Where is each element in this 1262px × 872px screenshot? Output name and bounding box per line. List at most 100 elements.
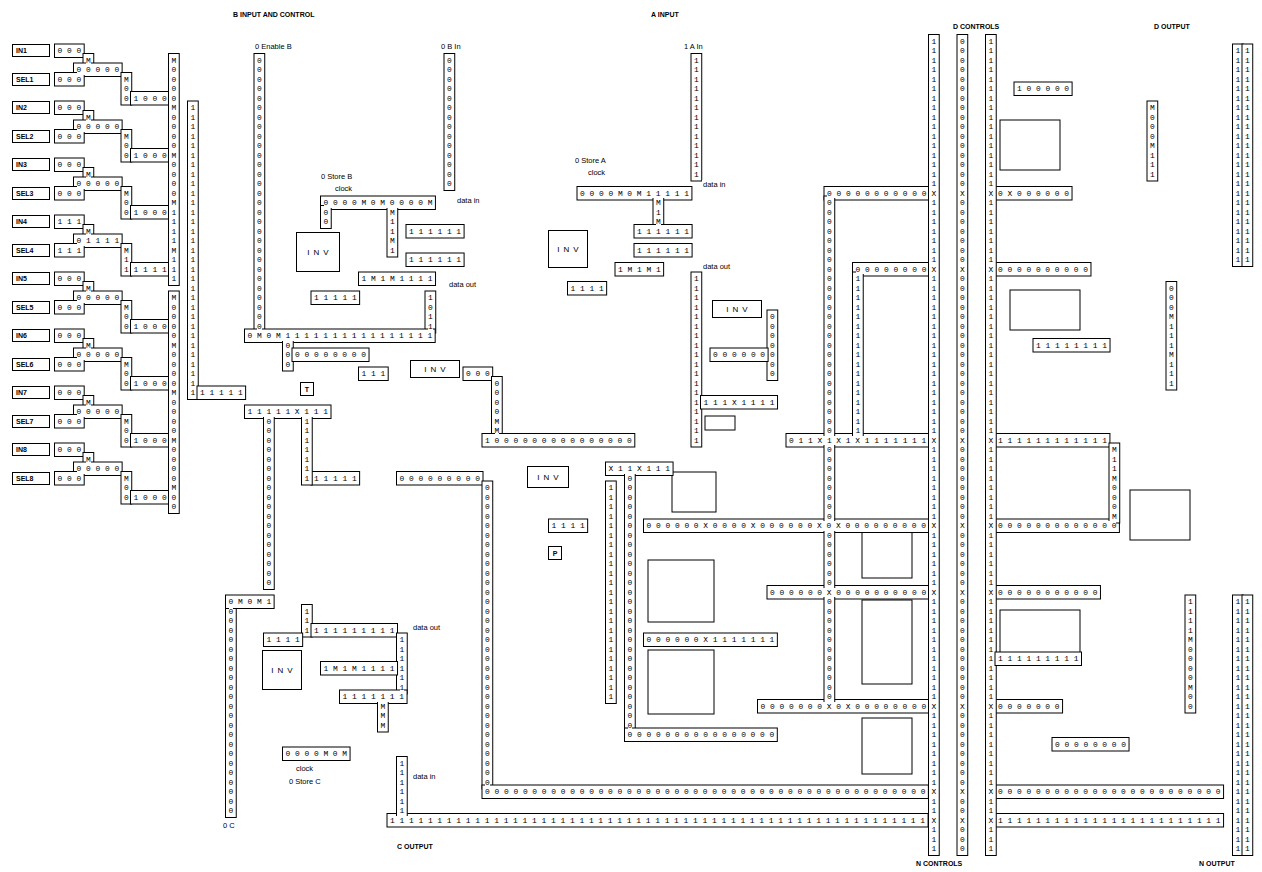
box-label: IN5	[13, 275, 27, 282]
cell-run: 1 1 1 1 1	[314, 293, 357, 303]
cell-run: M	[86, 113, 91, 123]
channel-wall	[995, 586, 1100, 600]
cell-run: 0 0 0 0 0 0 0 0 0 0 0 0 0 0 0 0 0 0 0 0 …	[827, 198, 832, 436]
box-label: IN3	[13, 161, 27, 168]
channel-wall	[634, 225, 692, 239]
input-box: SEL1	[12, 73, 50, 86]
cell-run: 1 1 1 1	[267, 635, 300, 645]
channel-wall	[929, 35, 940, 856]
cell-run: 0 0 0 0 0	[77, 65, 120, 75]
box-label: SEL8	[13, 475, 34, 482]
channel-wall	[55, 415, 85, 429]
block-outline	[862, 600, 912, 684]
cell-run: 1 1 1 1 1 1	[637, 246, 689, 256]
input-box: IN5	[12, 272, 50, 285]
channel-wall	[634, 244, 692, 258]
box-label: IN1	[13, 47, 27, 54]
signal-label: clock	[587, 168, 606, 177]
channel-wall	[55, 73, 85, 87]
cell-run: 1 1 1 1 1 1 1 1 1 1 1 1 1 1 1 1 X 1 1 1 …	[989, 37, 994, 854]
cell-run: 1 1 1 1 M 0 0 0 0 M 0 0	[1188, 597, 1193, 711]
channel-wall	[625, 728, 778, 742]
inverter-box: INV	[296, 232, 340, 272]
cell-run: M	[86, 227, 91, 237]
cell-run: 0 0 0 0 0	[77, 293, 120, 303]
box-label: INV	[420, 365, 449, 374]
cell-run: 1 1 1 1 1 1 1 1	[1036, 341, 1107, 351]
cell-run: 0 0 0 0 0	[77, 179, 120, 189]
cell-run: 0 0	[324, 208, 329, 227]
channel-wall	[606, 481, 617, 704]
cell-run: 0 0 0	[58, 75, 82, 85]
channel-wall	[995, 263, 1091, 277]
section-heading: A INPUT	[650, 10, 680, 19]
cell-run: 0 0 0	[58, 132, 82, 142]
channel-wall	[425, 291, 436, 333]
cell-run: 1 1 1 1 1 1 1 1 1 1 1 1 1 1 1 1 1 1 1 1 …	[1236, 46, 1241, 265]
channel-wall	[1242, 595, 1253, 856]
channel-wall	[387, 814, 928, 828]
signal-label: data out	[448, 280, 477, 289]
cell-run: 1 1 1 1 1 1	[637, 227, 689, 237]
section-heading: B INPUT AND CONTROL	[232, 10, 315, 19]
channel-wall	[283, 747, 351, 761]
inverter-box: INV	[262, 650, 302, 690]
channel-wall	[55, 386, 85, 400]
cell-run: 1 0 0 0 0 0	[1017, 84, 1069, 94]
cell-run: X 1 1 X 1 1 1	[609, 464, 671, 474]
input-box: IN7	[12, 386, 50, 399]
cell-run: 0 0 0	[58, 445, 82, 455]
cell-run: 1 1 1	[58, 217, 82, 227]
box-label: IN6	[13, 332, 27, 339]
channel-wall	[995, 700, 1063, 714]
box-label: SEL3	[13, 190, 34, 197]
channel-wall	[131, 320, 170, 334]
cell-run: 1 0 0 0	[134, 94, 167, 104]
channel-wall	[245, 329, 436, 343]
channel-wall	[1014, 82, 1072, 96]
signal-label: 0 C	[222, 821, 236, 830]
channel-wall	[824, 529, 835, 590]
cell-run: M 1 1	[124, 246, 129, 275]
box-label: IN4	[13, 218, 27, 225]
channel-wall	[957, 35, 968, 856]
channel-wall	[644, 633, 778, 647]
cell-run: 0 0 0	[58, 360, 82, 370]
channel-wall	[321, 206, 332, 229]
block-outline	[1130, 490, 1190, 540]
block-outline	[1000, 120, 1060, 170]
cell-run: 0 0 0	[58, 103, 82, 113]
cell-run: 0 X 0 0 0 0 0 0	[998, 189, 1069, 199]
channel-wall	[995, 187, 1072, 201]
channel-wall	[55, 244, 85, 258]
channel-wall	[55, 44, 85, 58]
cell-run: 1 1 1 1 1 X 1 1 1	[248, 407, 329, 417]
cell-run: 1 0 0 0	[134, 151, 167, 161]
box-label: SEL7	[13, 418, 34, 425]
cell-run: 0 0 0 0 0 0 X 1 1 1 1 1 1 1	[647, 635, 775, 645]
channel-wall	[577, 187, 692, 201]
signal-label: data in	[456, 196, 481, 205]
channel-wall	[321, 662, 398, 676]
channel-wall	[397, 633, 408, 694]
channel-wall	[226, 595, 275, 609]
signal-label: 0 B In	[440, 42, 462, 51]
cell-run: 1 1 1 1 1 1 1 1 1 1 1 1 1 1 1 1 1 1	[694, 274, 699, 445]
channel-wall	[786, 434, 929, 448]
channel-wall	[169, 54, 180, 286]
cell-run: 1 1 1 1 1 1 1 1 1 1 1 1 1 1 1 1 1	[856, 274, 861, 436]
cell-run: 0 0 0 0 0 0 X 0 0 0 0 0 0 0 0 0 0	[770, 588, 926, 598]
signal-label: 1 A In	[683, 42, 704, 51]
channel-wall	[55, 329, 85, 343]
cell-run: 0 0 0	[466, 369, 490, 379]
cell-run: 1 0 0 0	[134, 436, 167, 446]
signal-label: 0 Store A	[574, 156, 607, 165]
channel-wall	[55, 301, 85, 315]
channel-wall	[482, 481, 493, 789]
channel-wall	[758, 700, 930, 714]
cell-run: 1 1 1	[58, 246, 82, 256]
cell-run: 1 1 1	[305, 607, 310, 636]
cell-run: 0 0 0	[58, 474, 82, 484]
cell-run: M 0 0	[124, 303, 129, 332]
channel-wall	[701, 396, 778, 410]
